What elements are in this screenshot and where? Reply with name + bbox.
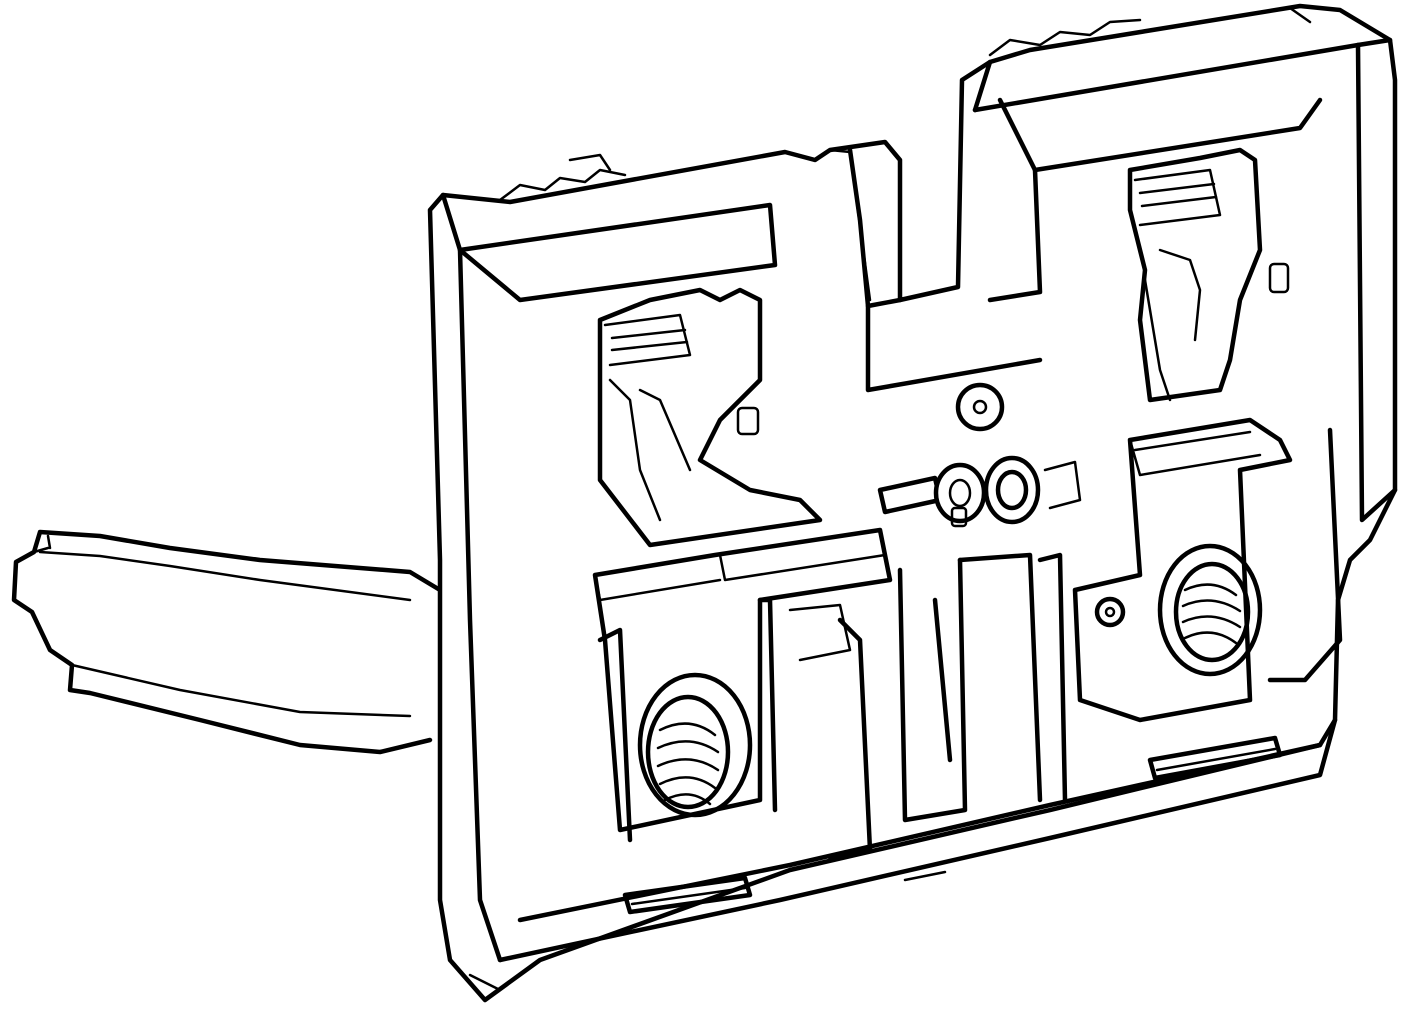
middle-dividers bbox=[827, 552, 1068, 863]
bottom-edge bbox=[468, 717, 1338, 992]
right-spring-housing bbox=[1157, 543, 1263, 677]
top-clips bbox=[498, 6, 1312, 202]
right-lever bbox=[1127, 147, 1290, 403]
left-extension-arm bbox=[11, 529, 443, 755]
left-spring-housing bbox=[637, 672, 753, 818]
left-lever bbox=[597, 287, 823, 548]
right-clamp-block bbox=[1072, 417, 1343, 723]
center-mechanism bbox=[877, 382, 1082, 528]
left-clamp-block bbox=[592, 527, 893, 843]
center-hole bbox=[955, 382, 1005, 432]
